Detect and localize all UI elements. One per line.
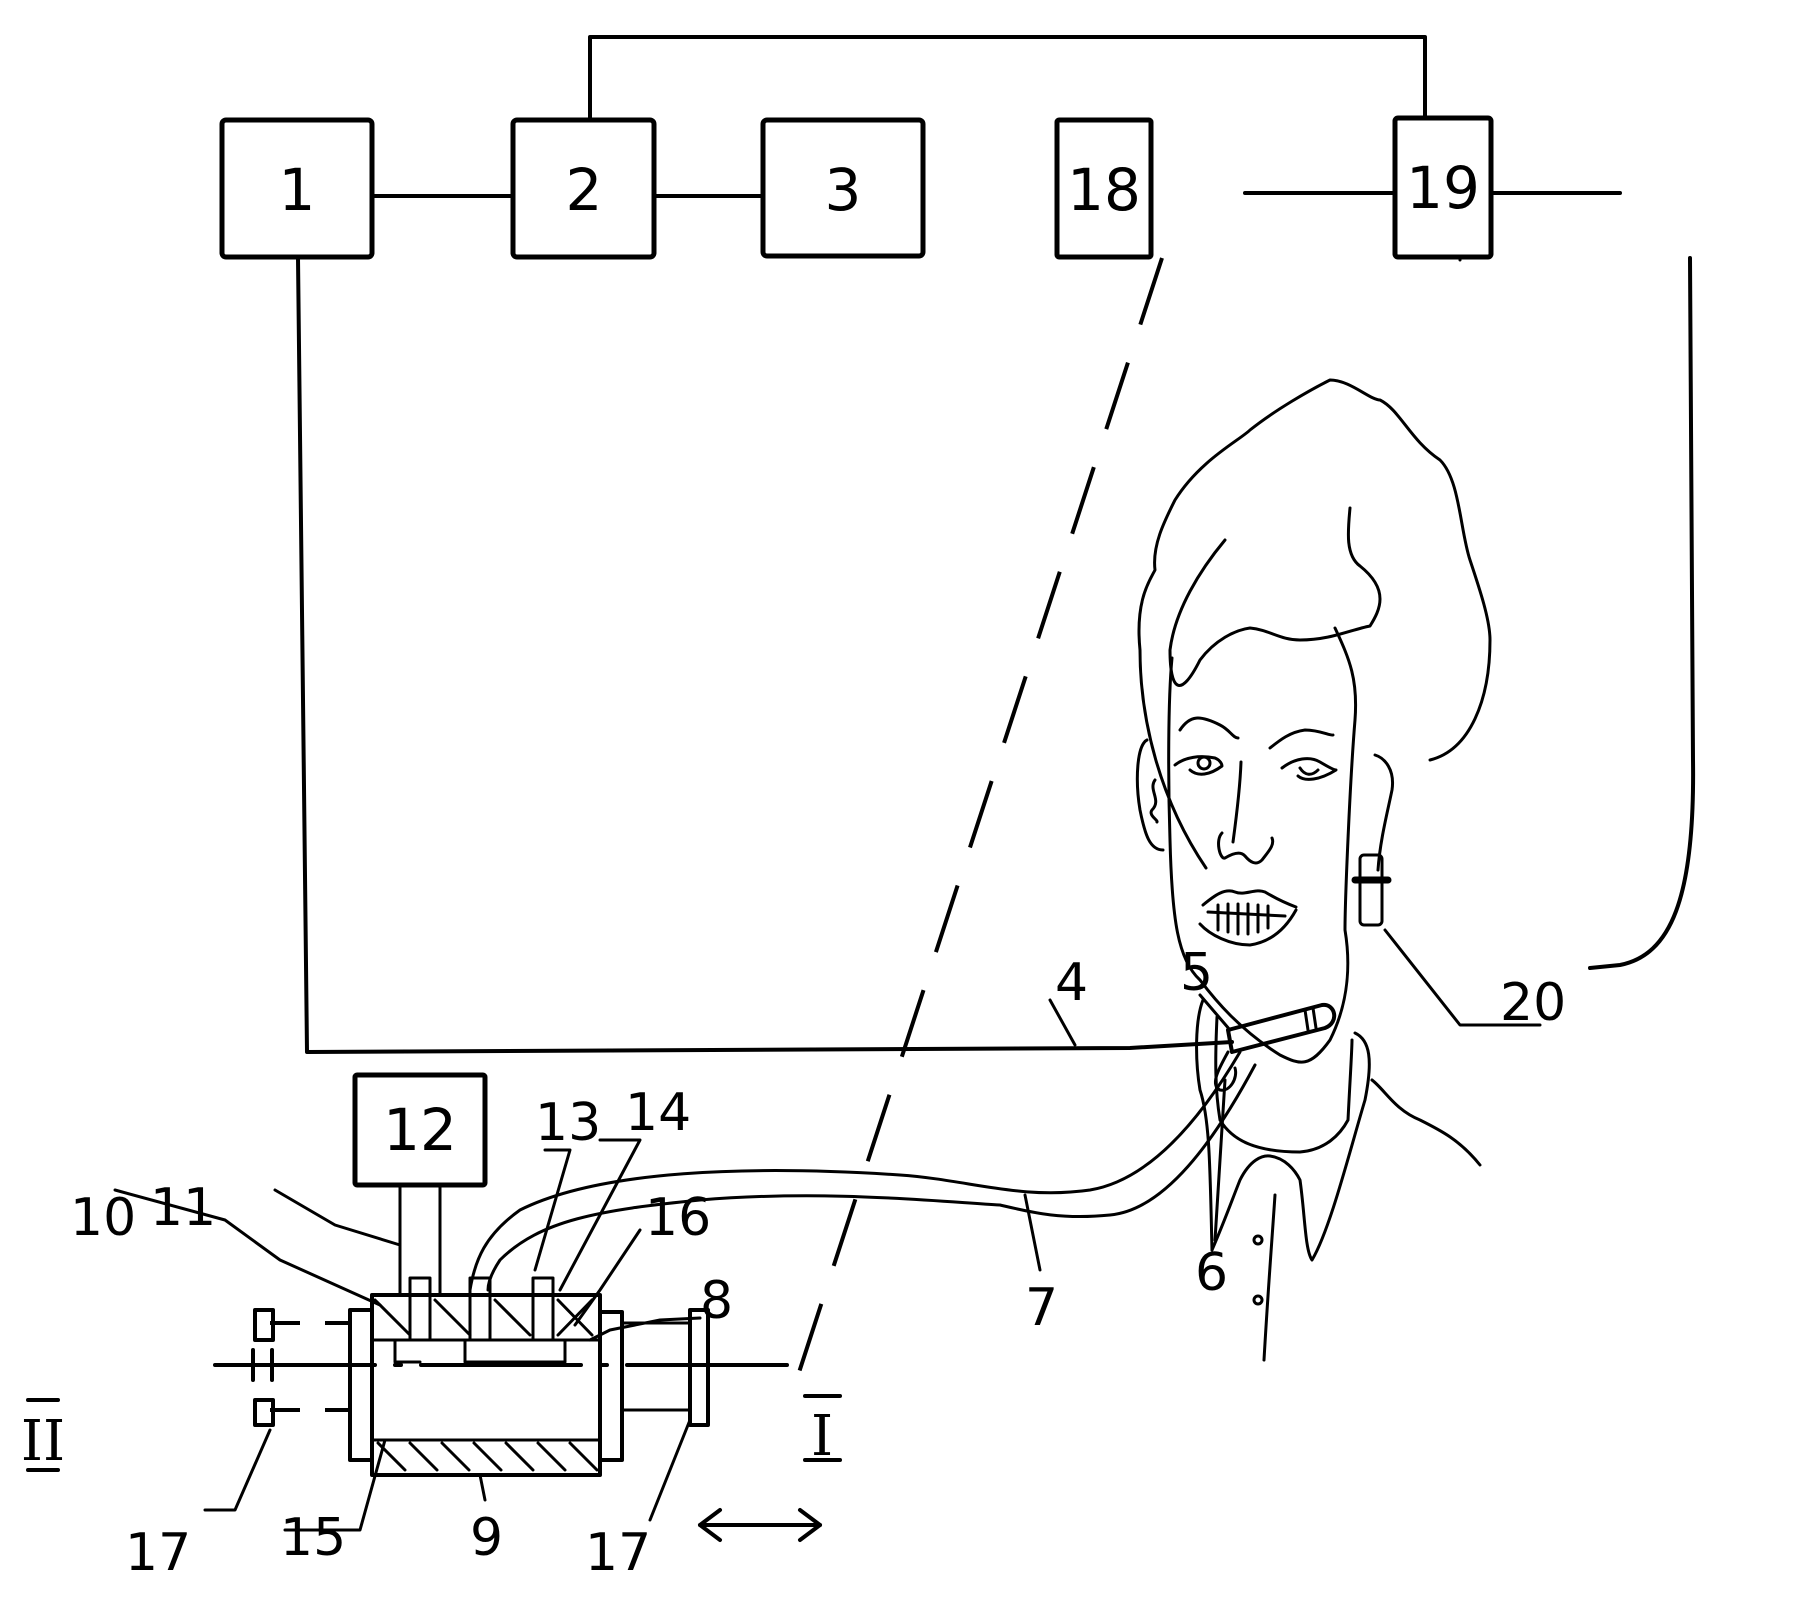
ear-clip-electrode <box>1351 853 1392 927</box>
block-1-label: 1 <box>279 156 316 224</box>
left-brow <box>1178 716 1240 740</box>
block-12-label: 12 <box>383 1096 457 1164</box>
wiring <box>296 35 1696 1401</box>
bottom-hatch <box>370 1438 602 1472</box>
ref-13: 13 <box>535 1093 601 1153</box>
hair-wave <box>1168 506 1382 687</box>
hair-outline <box>1137 378 1492 870</box>
shirt-collar-v <box>1210 1031 1371 1262</box>
ref-4: 4 <box>1055 953 1088 1013</box>
position-I: I <box>811 1404 833 1469</box>
top-hatch <box>370 1298 602 1342</box>
block-18: 18 <box>1054 117 1154 260</box>
face-outline <box>1167 626 1358 1064</box>
shirt-right-shoulder <box>1370 1078 1482 1167</box>
shirt-left-collar <box>1195 998 1214 1252</box>
wire-2-to-junction <box>588 35 1427 195</box>
nose <box>1217 760 1275 865</box>
stop-left <box>253 1308 275 1342</box>
flange-left <box>348 1308 374 1462</box>
beam-dashed <box>788 257 1164 1401</box>
ref-20: 20 <box>1500 973 1566 1033</box>
shirt-button-1 <box>1252 1234 1264 1246</box>
stop-right <box>688 1308 710 1427</box>
upper-lip <box>1201 889 1298 909</box>
wire-1-to-4 <box>296 256 1234 1054</box>
stop-left-lower <box>253 1398 275 1427</box>
ref-16: 16 <box>645 1188 711 1248</box>
ref-9: 9 <box>470 1508 503 1568</box>
block-18-label: 18 <box>1067 156 1141 224</box>
ref-7: 7 <box>1025 1278 1058 1338</box>
position-II: II <box>21 1409 65 1474</box>
leader-lines <box>113 256 1542 1532</box>
clip <box>1214 1050 1238 1092</box>
teeth <box>1206 902 1287 936</box>
block-19-label: 19 <box>1406 154 1480 222</box>
left-eye <box>1173 755 1224 776</box>
block-19: 19 <box>1392 115 1494 260</box>
wire-19-to-20 <box>1588 256 1696 970</box>
block-2: 2 <box>510 117 657 260</box>
motion-arrow-icon <box>698 1508 822 1542</box>
ref-5: 5 <box>1180 943 1213 1003</box>
mouth-electrode <box>1214 1002 1337 1092</box>
lower-lip <box>1198 908 1298 947</box>
valve-assembly <box>213 1276 792 1477</box>
ref-6: 6 <box>1195 1243 1228 1303</box>
right-eye <box>1280 757 1338 781</box>
ref-8: 8 <box>700 1271 733 1331</box>
shirt-button-2 <box>1252 1294 1264 1306</box>
shirt-placket <box>1262 1193 1277 1362</box>
left-ear <box>1135 738 1165 852</box>
ref-11: 11 <box>150 1178 216 1238</box>
block-12: 12 <box>352 1072 488 1297</box>
block-1: 1 <box>219 117 375 260</box>
ref-15: 15 <box>280 1508 346 1568</box>
patient-drawing <box>1135 378 1492 1362</box>
position-markers: II I <box>21 1394 842 1474</box>
ref-10: 10 <box>70 1188 136 1248</box>
ref-17-left: 17 <box>125 1523 191 1583</box>
right-ear <box>1373 753 1395 872</box>
ref-17-right: 17 <box>585 1523 651 1583</box>
block-3: 3 <box>760 117 926 259</box>
ref-14: 14 <box>625 1083 691 1143</box>
block-2-label: 2 <box>566 156 603 224</box>
hose <box>468 1050 1257 1292</box>
right-brow <box>1268 728 1335 750</box>
reference-labels: 4 5 6 7 8 9 10 11 13 14 15 16 17 17 20 <box>70 943 1566 1583</box>
block-3-label: 3 <box>825 156 862 224</box>
body <box>370 1293 602 1477</box>
